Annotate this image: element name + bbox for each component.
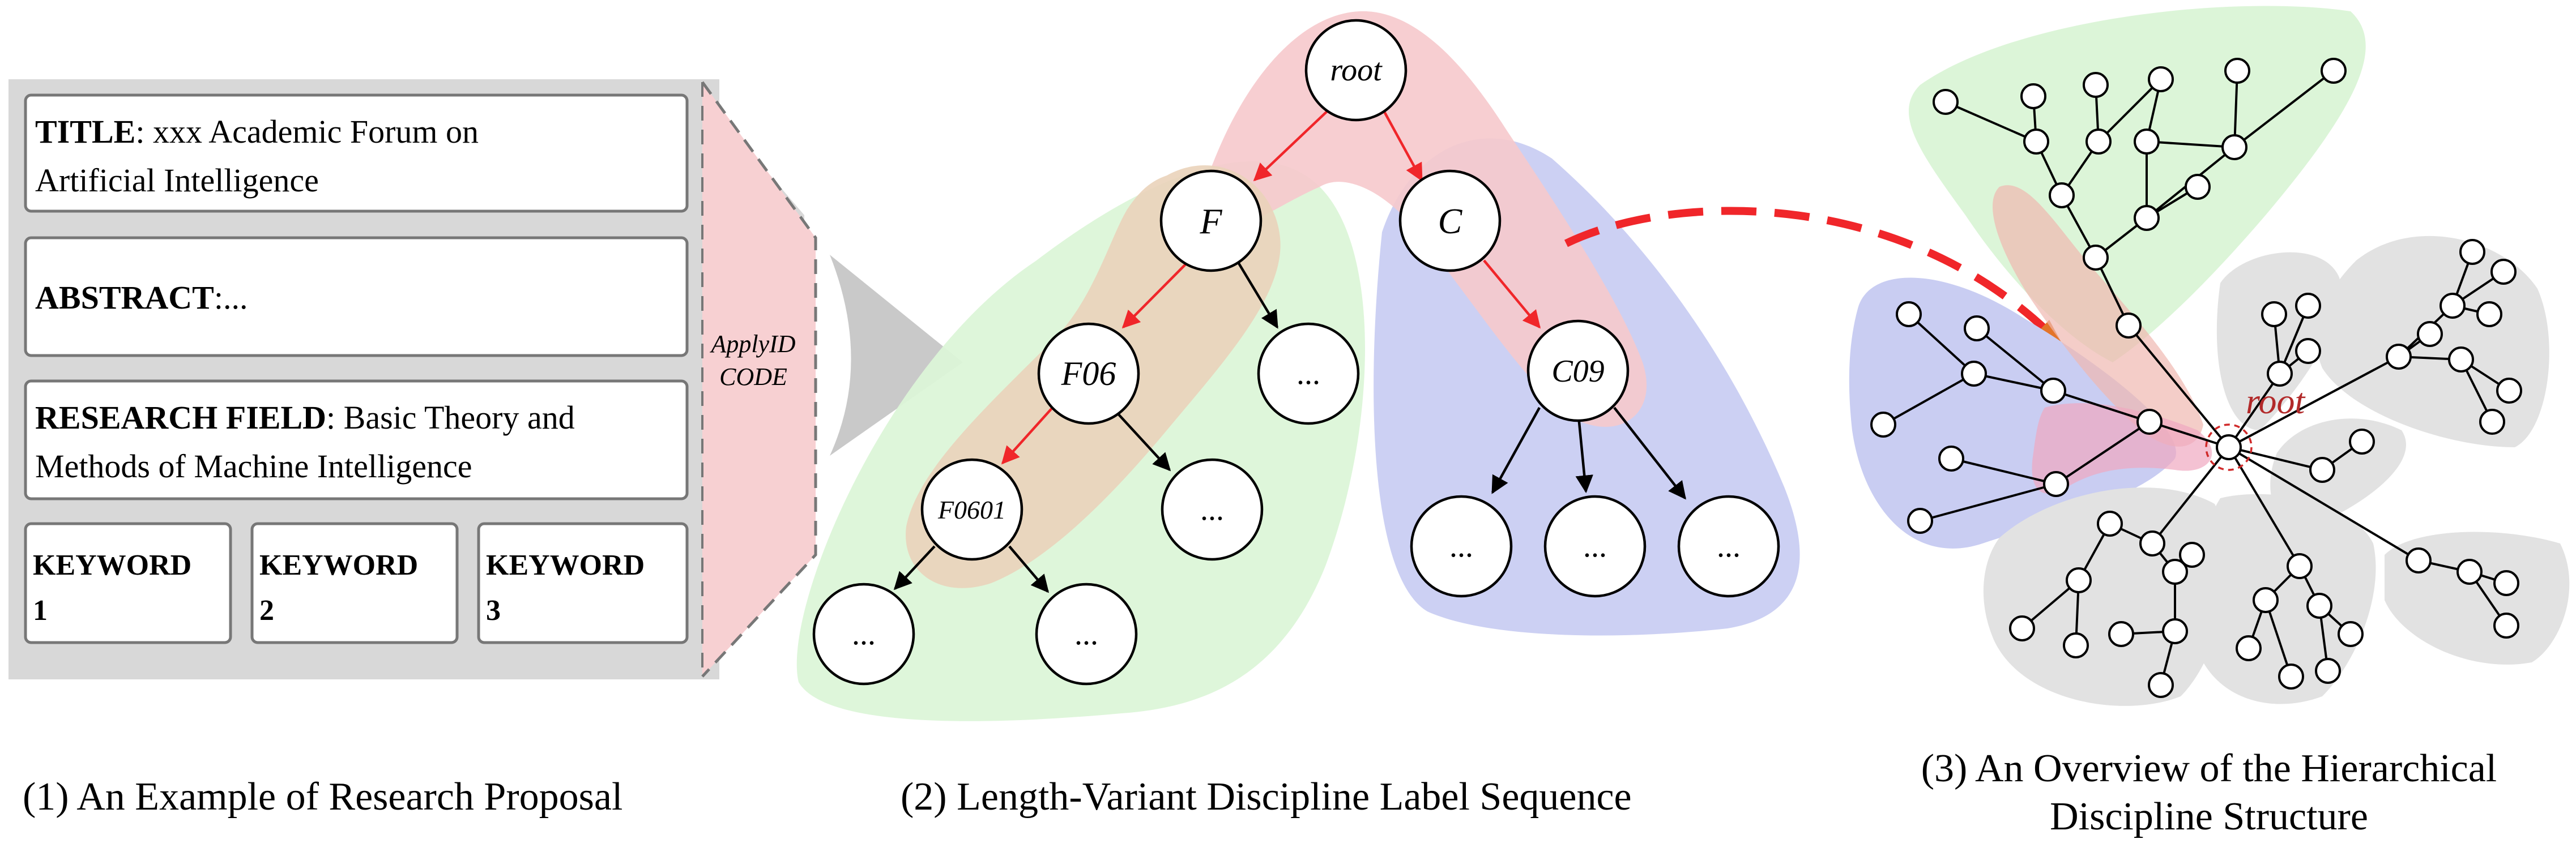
keyword-box-1 <box>24 522 232 644</box>
node-ellipsis-label: ... <box>1449 529 1473 564</box>
title-label: TITLE <box>35 113 135 150</box>
node-c-label: C <box>1438 201 1463 241</box>
hierarchy-overview-panel: root (3) An Overview of the Hierarchical… <box>1849 6 2570 838</box>
label-sequence-panel: root F C F06 ... C09 F0601 ... <box>796 11 2065 819</box>
panel-1-caption: (1) An Example of Research Proposal <box>23 775 622 819</box>
node-ellipsis-label: ... <box>852 617 876 652</box>
hierarchy-nodes <box>1870 58 2522 698</box>
applyid-label-line-1: ApplyID <box>709 330 795 358</box>
node-ellipsis-label: ... <box>1200 492 1224 527</box>
panel-3-caption-line-2: Discipline Structure <box>2050 795 2368 838</box>
node-f-child-ellipsis: ... <box>1257 322 1360 425</box>
node-root: root <box>1304 19 1408 122</box>
node-f0601: F0601 <box>920 458 1023 561</box>
node-c09-label: C09 <box>1551 354 1604 389</box>
node-c: C <box>1398 169 1502 272</box>
mapping-dashed-arrow <box>1564 207 2053 337</box>
node-c09-child-ellipsis-a: ... <box>1410 495 1513 598</box>
research-field-box <box>24 379 689 500</box>
edge-c-c09 <box>1483 259 1541 329</box>
applyid-label-line-2: CODE <box>719 363 787 391</box>
title-line-2: Artificial Intelligence <box>35 162 319 199</box>
abstract-line: ABSTRACT:... <box>35 279 248 316</box>
keyword-2-line-2: 2 <box>259 594 274 627</box>
node-f06: F06 <box>1037 322 1140 425</box>
applyid-code-region <box>702 82 816 677</box>
edge-root-f <box>1253 106 1332 182</box>
node-ellipsis-label: ... <box>1717 529 1741 564</box>
title-text-1: : xxx Academic Forum on <box>135 113 479 150</box>
node-f06-label: F06 <box>1061 355 1116 392</box>
flow-arrow <box>830 255 963 456</box>
proposal-panel: TITLE: xxx Academic Forum on Artificial … <box>8 79 963 819</box>
research-field-text-1: : Basic Theory and <box>326 399 575 436</box>
panel-2-caption: (2) Length-Variant Discipline Label Sequ… <box>901 775 1632 819</box>
node-f0601-child-ellipsis-b: ... <box>1035 583 1138 686</box>
node-c09: C09 <box>1526 319 1630 422</box>
keyword-1-line-2: 1 <box>33 594 48 627</box>
keyword-box-3 <box>477 522 689 644</box>
node-f06-child-ellipsis: ... <box>1161 458 1264 561</box>
node-c09-child-ellipsis-c: ... <box>1677 495 1780 598</box>
gray-cluster-4 <box>2385 532 2570 665</box>
research-field-line-1: RESEARCH FIELD: Basic Theory and <box>35 399 575 436</box>
edge-f0601-ellipsis-b <box>1008 545 1050 593</box>
research-field-line-2: Methods of Machine Intelligence <box>35 448 472 485</box>
title-line-1: TITLE: xxx Academic Forum on <box>35 113 479 150</box>
edge-f0601-ellipsis-a <box>893 545 936 590</box>
node-f0601-child-ellipsis-a: ... <box>812 583 915 686</box>
keyword-3-line-2: 3 <box>486 594 501 627</box>
node-f0601-label: F0601 <box>937 495 1006 524</box>
edge-c09-ellipsis-c <box>1613 406 1686 500</box>
keyword-box-2 <box>250 522 459 644</box>
keyword-2-line-1: KEYWORD <box>259 549 418 581</box>
overview-root-label: root <box>2246 381 2306 421</box>
node-ellipsis-label: ... <box>1074 617 1098 652</box>
edge-c09-ellipsis-b <box>1575 410 1593 494</box>
node-f-label: F <box>1199 201 1222 241</box>
overview-root-marker <box>2205 423 2253 471</box>
node-c09-child-ellipsis-b: ... <box>1543 495 1647 598</box>
edge-root-c <box>1381 106 1423 182</box>
edge-f06-ellipsis <box>1110 405 1171 472</box>
edge-c09-ellipsis-a <box>1491 406 1541 494</box>
research-field-label: RESEARCH FIELD <box>35 399 326 436</box>
node-root-label: root <box>1330 53 1383 88</box>
overview-root-node <box>2216 434 2242 460</box>
edge-f06-f0601 <box>1001 405 1055 465</box>
title-box <box>24 93 689 213</box>
node-f: F <box>1159 169 1263 272</box>
highlight-path-green <box>1993 185 2203 447</box>
abstract-text: :... <box>214 279 248 316</box>
blue-cluster <box>1849 277 2176 549</box>
node-ellipsis-label: ... <box>1296 356 1320 391</box>
keyword-3-line-1: KEYWORD <box>486 549 645 581</box>
edge-f-ellipsis <box>1238 262 1278 329</box>
applyid-dashed-border <box>701 81 817 678</box>
panel-3-caption-line-1: (3) An Overview of the Hierarchical <box>1921 747 2497 790</box>
abstract-label: ABSTRACT <box>35 279 214 316</box>
keyword-1-line-1: KEYWORD <box>33 549 191 581</box>
node-ellipsis-label: ... <box>1583 529 1607 564</box>
gray-cluster-5 <box>1983 487 2228 706</box>
abstract-box <box>24 236 689 357</box>
edge-f-f06 <box>1121 262 1188 329</box>
